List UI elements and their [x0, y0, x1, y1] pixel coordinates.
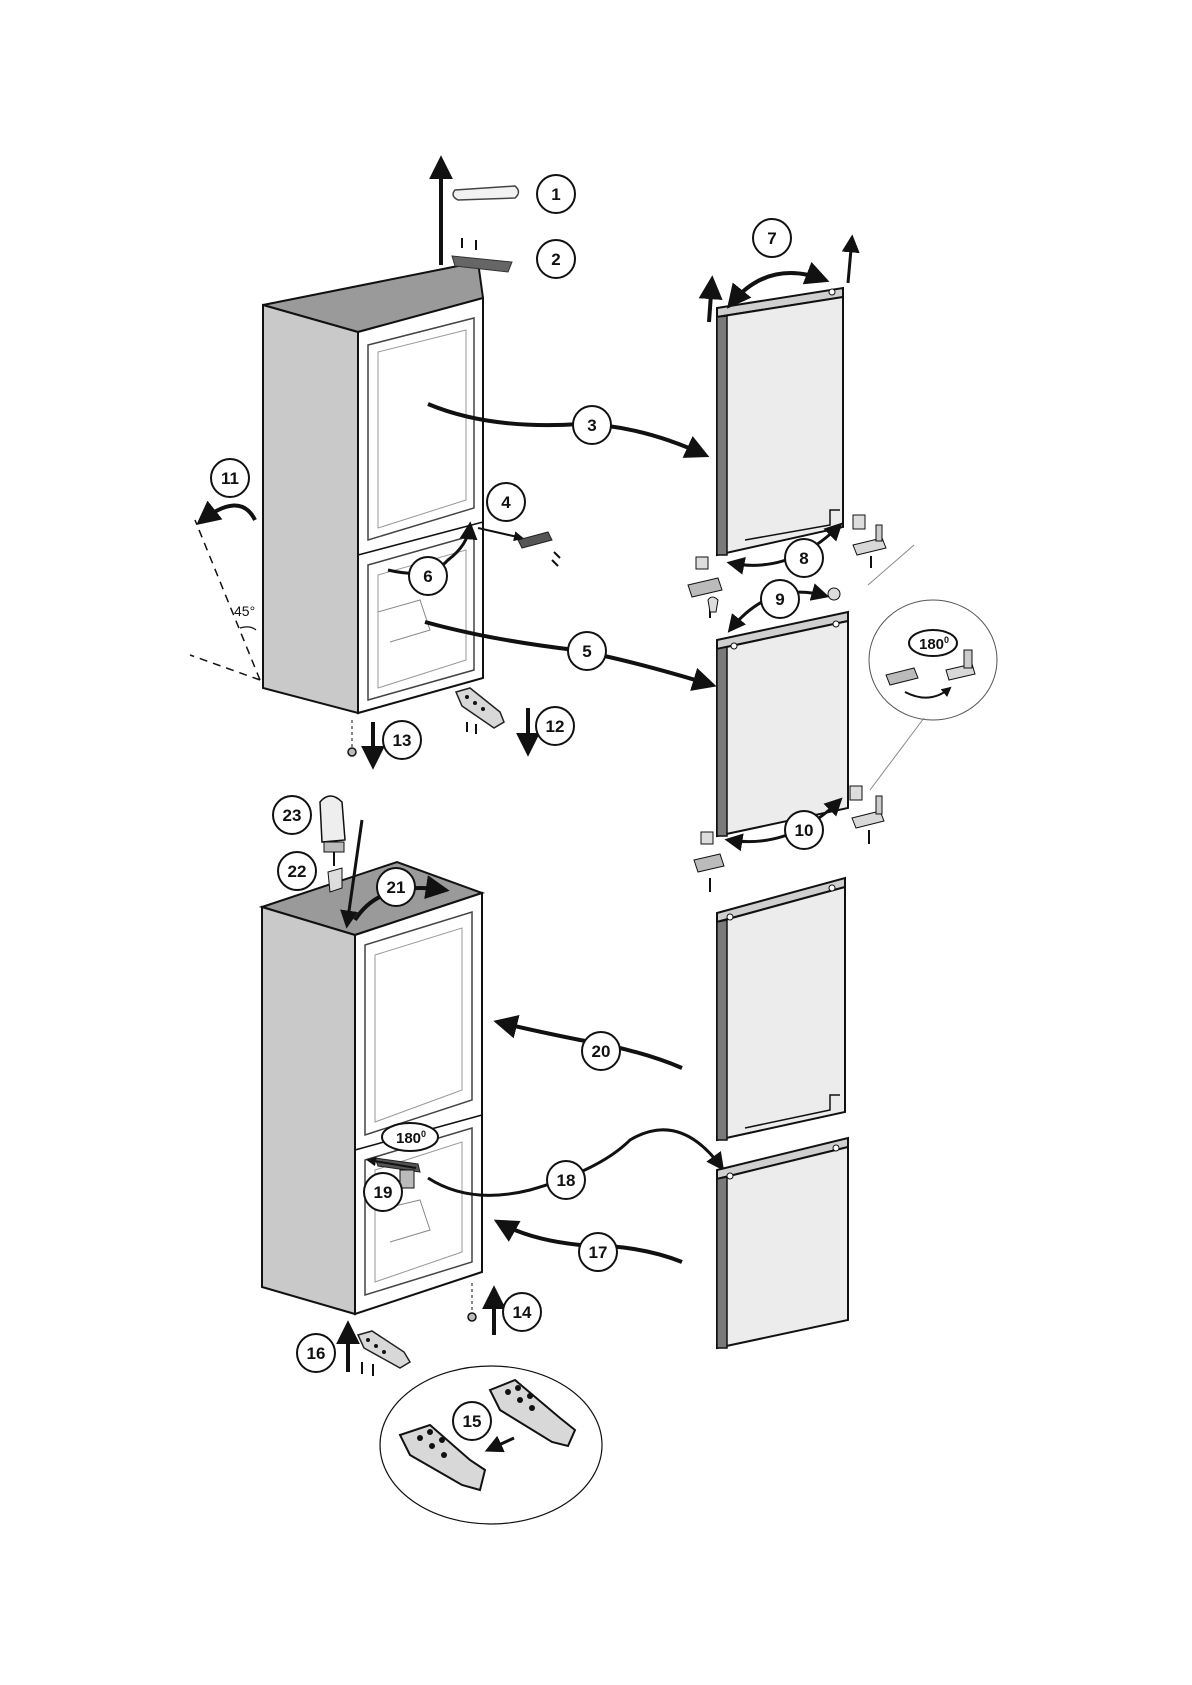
step-1-callout: 1: [537, 175, 575, 213]
hinge-pin-assembly: [320, 796, 345, 892]
svg-text:1: 1: [551, 185, 560, 204]
svg-text:15: 15: [463, 1412, 482, 1431]
leveling-foot-reinstalled: [468, 1283, 476, 1321]
fridge-door-lower-reassembled: [717, 1138, 848, 1348]
top-hinge: [452, 238, 512, 272]
arrow-icon: [709, 280, 712, 322]
svg-text:23: 23: [283, 806, 302, 825]
curved-arrow-icon: [200, 505, 255, 522]
step-19-callout: 19: [364, 1173, 402, 1211]
svg-text:14: 14: [513, 1303, 532, 1322]
middle-hinge: [518, 532, 560, 566]
step-21-callout: 21: [377, 868, 415, 906]
step-23-callout: 23: [273, 796, 311, 834]
svg-text:4: 4: [501, 493, 511, 512]
svg-text:17: 17: [589, 1243, 608, 1262]
step-4-callout: 4: [487, 483, 525, 521]
svg-text:20: 20: [592, 1042, 611, 1061]
svg-text:10: 10: [795, 821, 814, 840]
step-3-callout: 3: [573, 406, 611, 444]
step-20-callout: 20: [582, 1032, 620, 1070]
step-12-callout: 12: [536, 707, 574, 745]
svg-text:19: 19: [374, 1183, 393, 1202]
step-8-callout: 8: [785, 539, 823, 577]
step-13-callout: 13: [383, 721, 421, 759]
svg-text:21: 21: [387, 878, 406, 897]
step-7-callout: 7: [753, 219, 791, 257]
step-14-callout: 14: [503, 1293, 541, 1331]
tilt-indicator: [190, 505, 260, 680]
step-2-callout: 2: [537, 240, 575, 278]
step-15-callout: 15: [453, 1402, 491, 1440]
fridge-door-upper: [717, 288, 843, 555]
svg-text:7: 7: [767, 229, 776, 248]
rotation-badge-upper: 1800: [909, 630, 957, 656]
svg-text:5: 5: [582, 642, 591, 661]
arrow-icon: [848, 238, 852, 283]
svg-text:6: 6: [423, 567, 432, 586]
svg-text:18: 18: [557, 1171, 576, 1190]
svg-text:9: 9: [775, 590, 784, 609]
top-hinge-cover: [453, 186, 518, 200]
fridge-cabinet-bottom: [262, 862, 482, 1314]
step-11-callout: 11: [211, 459, 249, 497]
svg-text:22: 22: [288, 862, 307, 881]
bottom-hinge: [456, 688, 504, 734]
magnifier-circle-icon: [868, 545, 997, 790]
hinge-detail-circle: [380, 1366, 602, 1524]
tilt-angle-label: 45°: [234, 603, 255, 619]
svg-text:3: 3: [587, 416, 596, 435]
arrow-icon: [478, 528, 522, 538]
svg-text:8: 8: [799, 549, 808, 568]
svg-text:2: 2: [551, 250, 560, 269]
step-18-callout: 18: [547, 1161, 585, 1199]
svg-text:12: 12: [546, 717, 565, 736]
svg-text:13: 13: [393, 731, 412, 750]
bottom-hinge-reinstalled: [358, 1331, 410, 1376]
rotation-badge: 1800: [382, 1123, 438, 1151]
fridge-cabinet-top: [263, 262, 483, 713]
svg-text:11: 11: [221, 469, 239, 488]
svg-text:16: 16: [307, 1344, 326, 1363]
fridge-door-upper-reassembled: [717, 878, 845, 1140]
step-6-callout: 6: [409, 557, 447, 595]
step-16-callout: 16: [297, 1334, 335, 1372]
step-10-callout: 10: [785, 811, 823, 849]
fridge-door-lower: [717, 612, 848, 836]
step-17-callout: 17: [579, 1233, 617, 1271]
step-9-callout: 9: [761, 580, 799, 618]
leveling-foot: [348, 720, 356, 756]
step-22-callout: 22: [278, 852, 316, 890]
step-5-callout: 5: [568, 632, 606, 670]
